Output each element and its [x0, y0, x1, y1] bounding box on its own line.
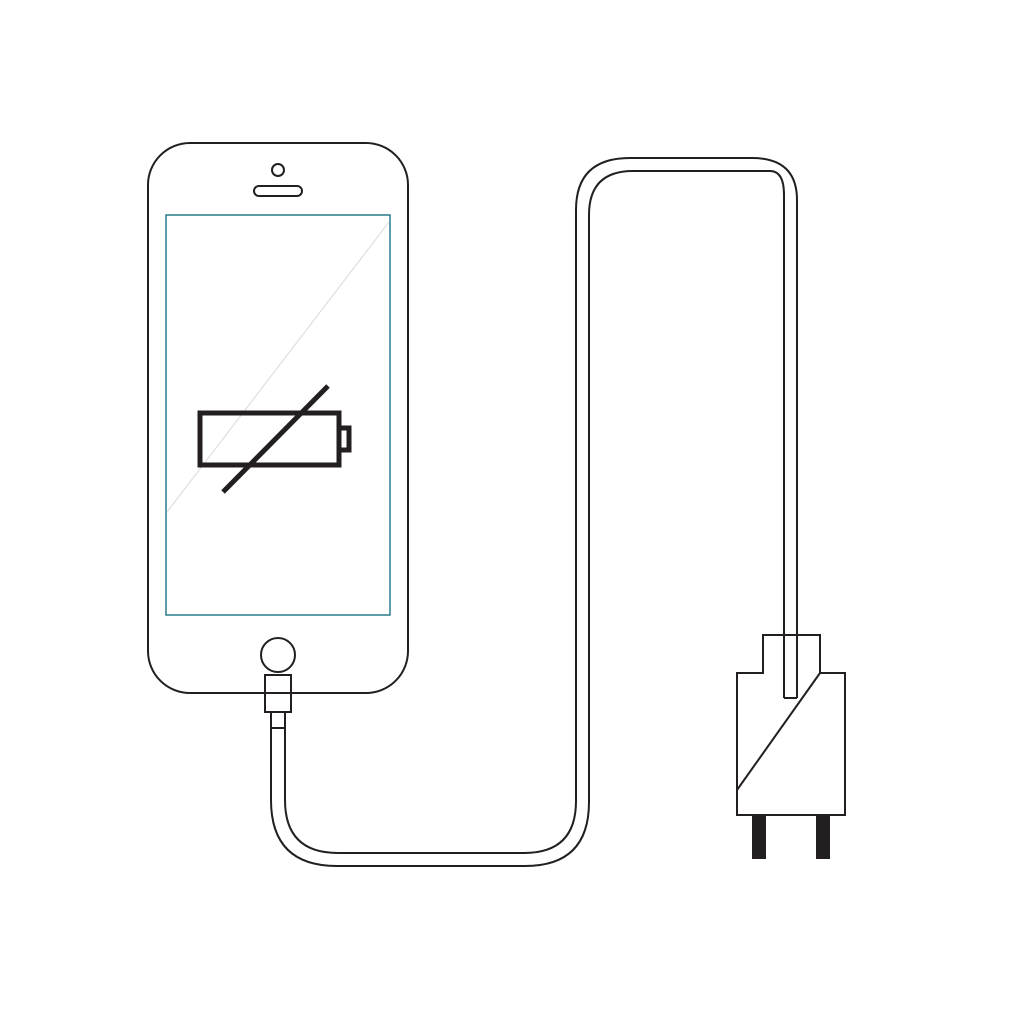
smartphone-icon	[147, 142, 409, 694]
speaker-grille	[253, 185, 303, 197]
phone-body	[147, 142, 409, 694]
charging-cable-icon	[264, 157, 798, 867]
plug-prong-left	[752, 815, 766, 859]
plug-prong-right	[816, 815, 830, 859]
home-button[interactable]	[260, 637, 296, 673]
screen-glare	[166, 221, 390, 513]
phone-screen	[165, 214, 391, 616]
battery-empty-icon	[197, 384, 352, 494]
front-camera-icon	[271, 163, 285, 177]
battery-slash	[221, 384, 330, 494]
power-plug-icon	[736, 634, 846, 859]
